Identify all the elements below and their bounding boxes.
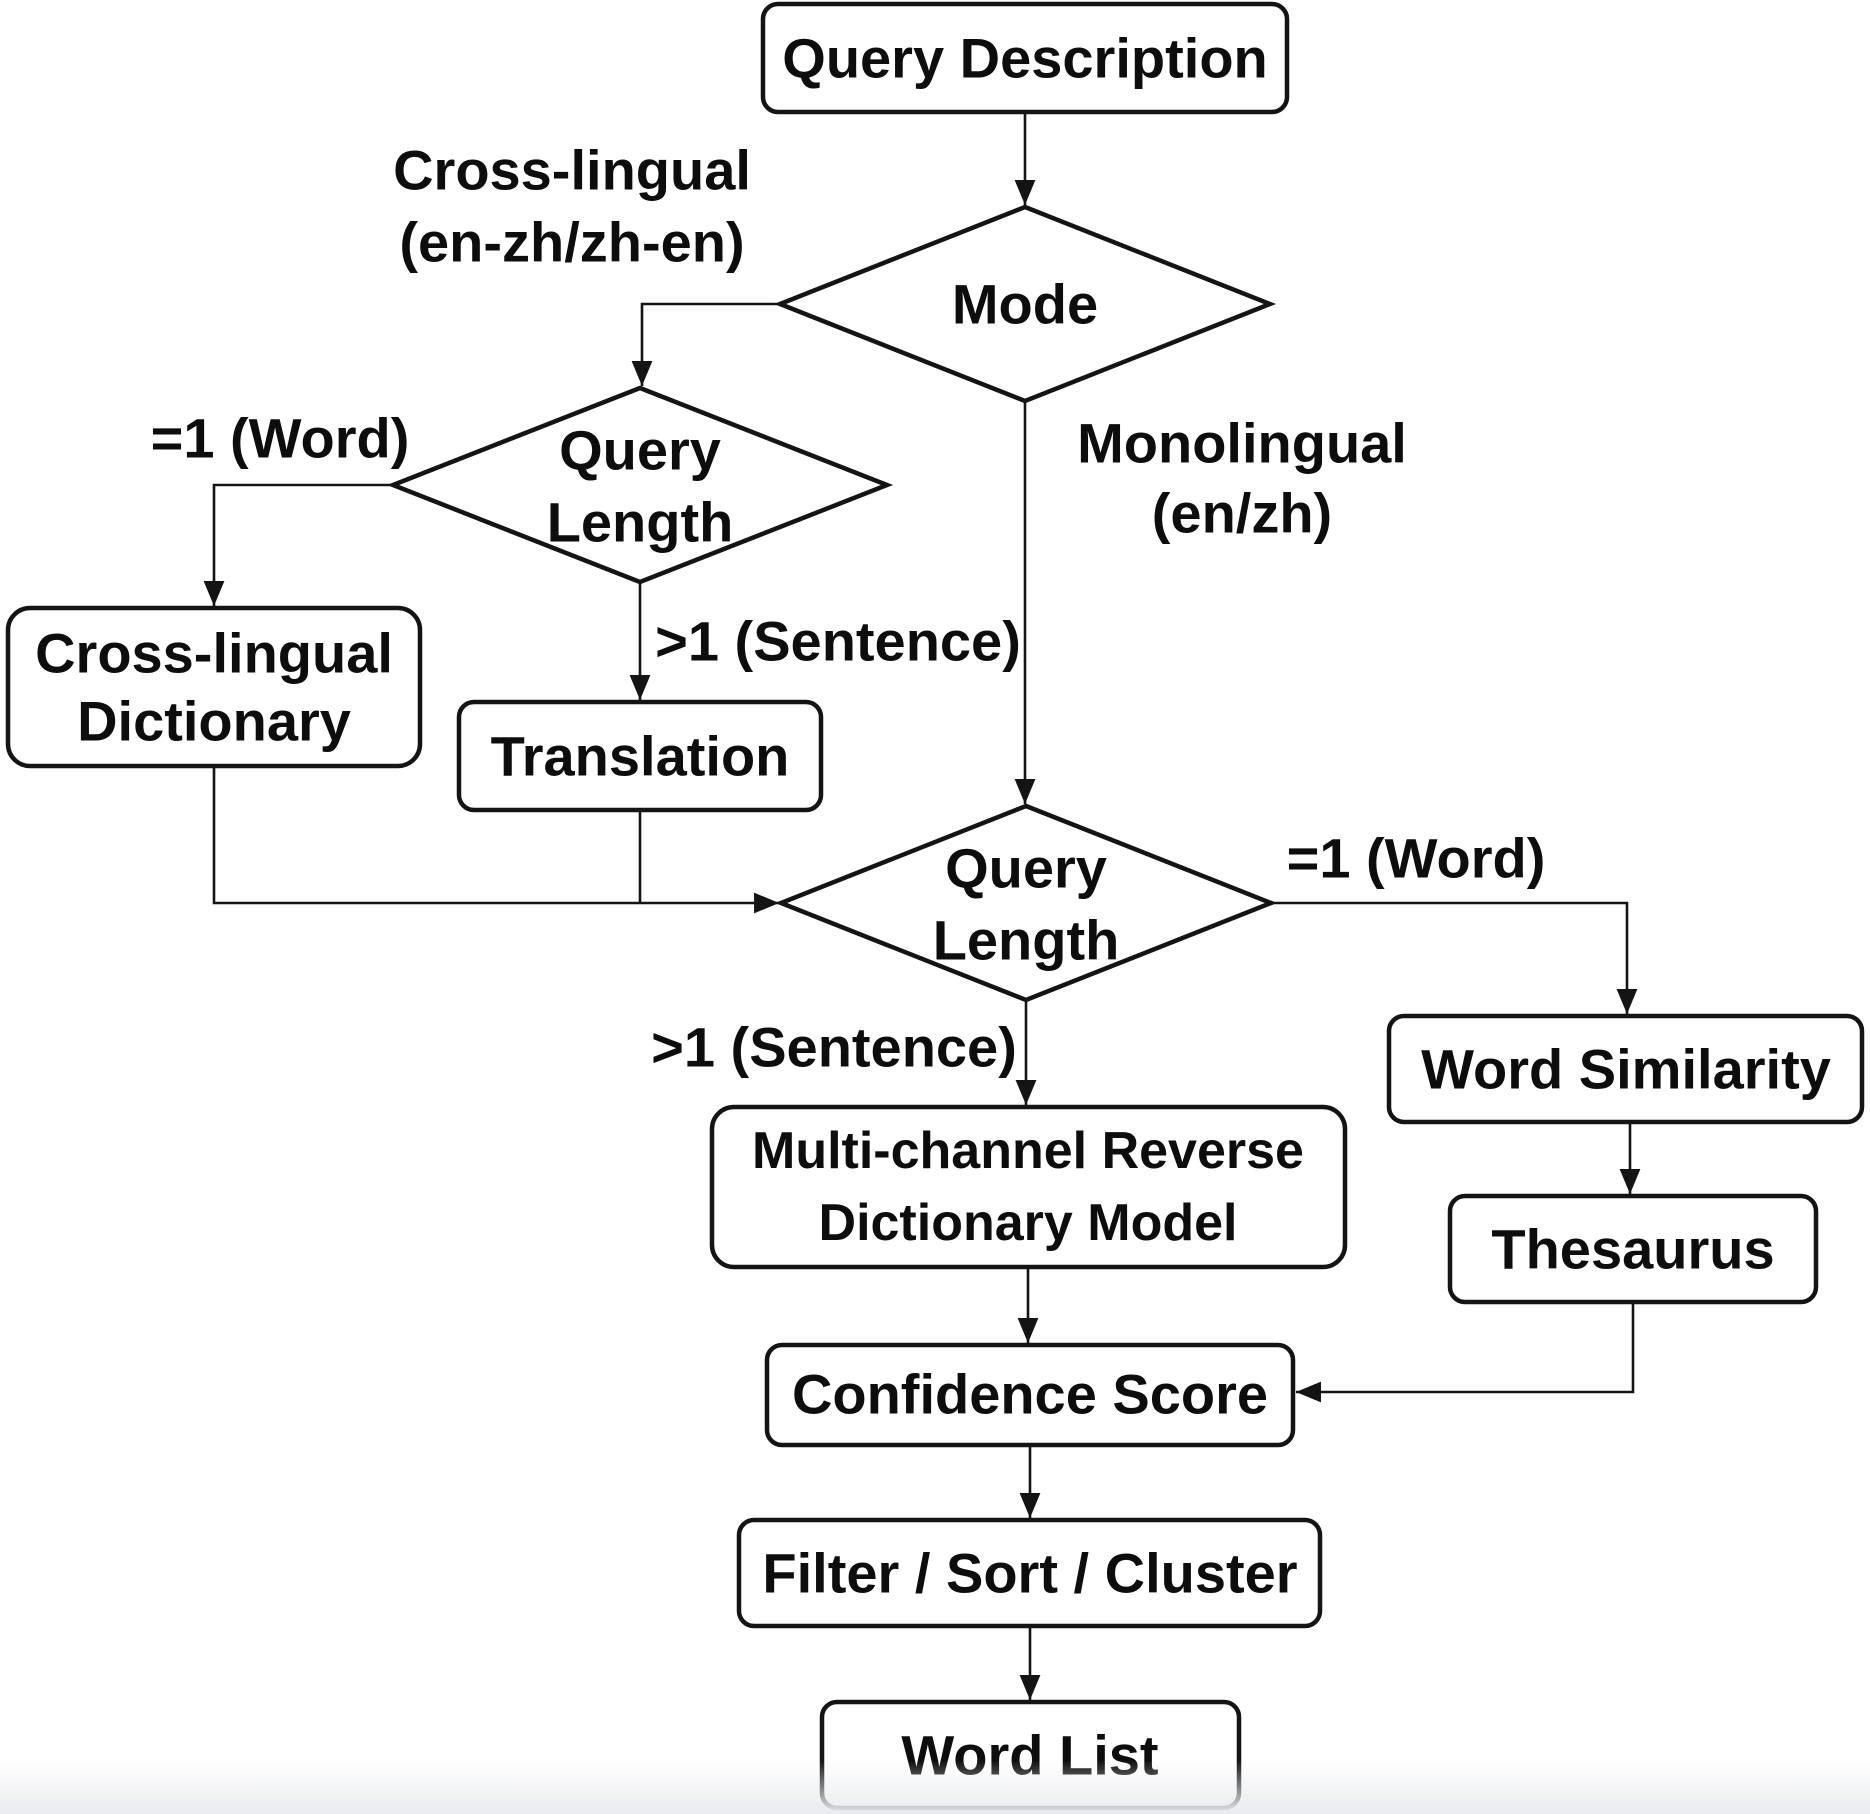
multi-channel-model-box — [709, 1104, 1348, 1270]
query-length-mono-label-line1: Query — [945, 837, 1107, 900]
query-length-cross-label-line1: Query — [559, 419, 721, 482]
query-length-mono-label-line2: Length — [933, 909, 1120, 972]
edge-label-monolingual-mode: Monolingual (en/zh) — [1077, 412, 1407, 545]
multi-channel-model-label-line2: Dictionary Model — [819, 1194, 1238, 1252]
edge-query-length-cross-to-dictionary — [203, 483, 393, 606]
confidence-score-label: Confidence Score — [792, 1363, 1268, 1426]
edge-label-gt1-sentence-left: >1 (Sentence) — [655, 610, 1021, 673]
node-filter-sort-cluster: Filter / Sort / Cluster — [736, 1517, 1323, 1629]
mode-label: Mode — [952, 273, 1098, 336]
query-description-box — [760, 1, 1290, 115]
filter-sort-cluster-box — [736, 1517, 1323, 1629]
edge-label-gt1-sentence-right: >1 (Sentence) — [651, 1016, 1017, 1079]
edge-label-monolingual-line1: Monolingual — [1077, 412, 1407, 475]
node-word-similarity: Word Similarity — [1386, 1013, 1865, 1125]
edge-thesaurus-to-confidence-score — [1296, 1302, 1635, 1403]
thesaurus-box — [1447, 1193, 1819, 1305]
cross-lingual-dictionary-label-line2: Dictionary — [77, 690, 351, 753]
query-length-cross-label-line2: Length — [547, 491, 734, 554]
node-confidence-score: Confidence Score — [764, 1342, 1296, 1448]
node-translation: Translation — [456, 699, 824, 813]
confidence-score-box — [764, 1342, 1296, 1448]
node-multi-channel-model: Multi-channel Reverse Dictionary Model — [709, 1104, 1348, 1270]
query-length-mono-diamond — [774, 803, 1278, 1003]
edge-label-monolingual-line2: (en/zh) — [1152, 482, 1332, 545]
cross-lingual-dictionary-label-line1: Cross-lingual — [35, 622, 393, 685]
query-length-cross-diamond — [386, 385, 894, 585]
word-similarity-box — [1386, 1013, 1865, 1125]
translation-label: Translation — [491, 725, 790, 788]
node-mode-decision: Mode — [773, 204, 1277, 404]
edge-dictionary-to-query-length-mono — [212, 766, 779, 914]
node-word-list: Word List — [819, 1699, 1242, 1811]
translation-box — [456, 699, 824, 813]
edge-label-eq1-word-right: =1 (Word) — [1287, 827, 1546, 890]
mode-diamond — [773, 204, 1277, 404]
edge-query-length-mono-to-word-similarity — [1271, 901, 1638, 1014]
edge-label-cross-lingual-line1: Cross-lingual — [393, 139, 751, 202]
word-list-label: Word List — [901, 1724, 1158, 1787]
edge-mode-to-query-length-cross — [631, 302, 780, 386]
node-query-length-mono-decision: Query Length — [774, 803, 1278, 1003]
node-cross-lingual-dictionary: Cross-lingual Dictionary — [5, 605, 423, 769]
node-thesaurus: Thesaurus — [1447, 1193, 1819, 1305]
filter-sort-cluster-label: Filter / Sort / Cluster — [762, 1542, 1297, 1605]
cross-lingual-dictionary-box — [5, 605, 423, 769]
node-query-length-cross-decision: Query Length — [386, 385, 894, 585]
word-similarity-label: Word Similarity — [1421, 1038, 1831, 1101]
edge-label-cross-lingual-line2: (en-zh/zh-en) — [399, 211, 744, 274]
node-query-description: Query Description — [760, 1, 1290, 115]
thesaurus-label: Thesaurus — [1491, 1218, 1774, 1281]
edge-label-eq1-word-left: =1 (Word) — [151, 407, 410, 470]
query-description-label: Query Description — [782, 27, 1267, 90]
multi-channel-model-label-line1: Multi-channel Reverse — [752, 1122, 1304, 1180]
edge-label-cross-lingual-mode: Cross-lingual (en-zh/zh-en) — [393, 139, 751, 274]
